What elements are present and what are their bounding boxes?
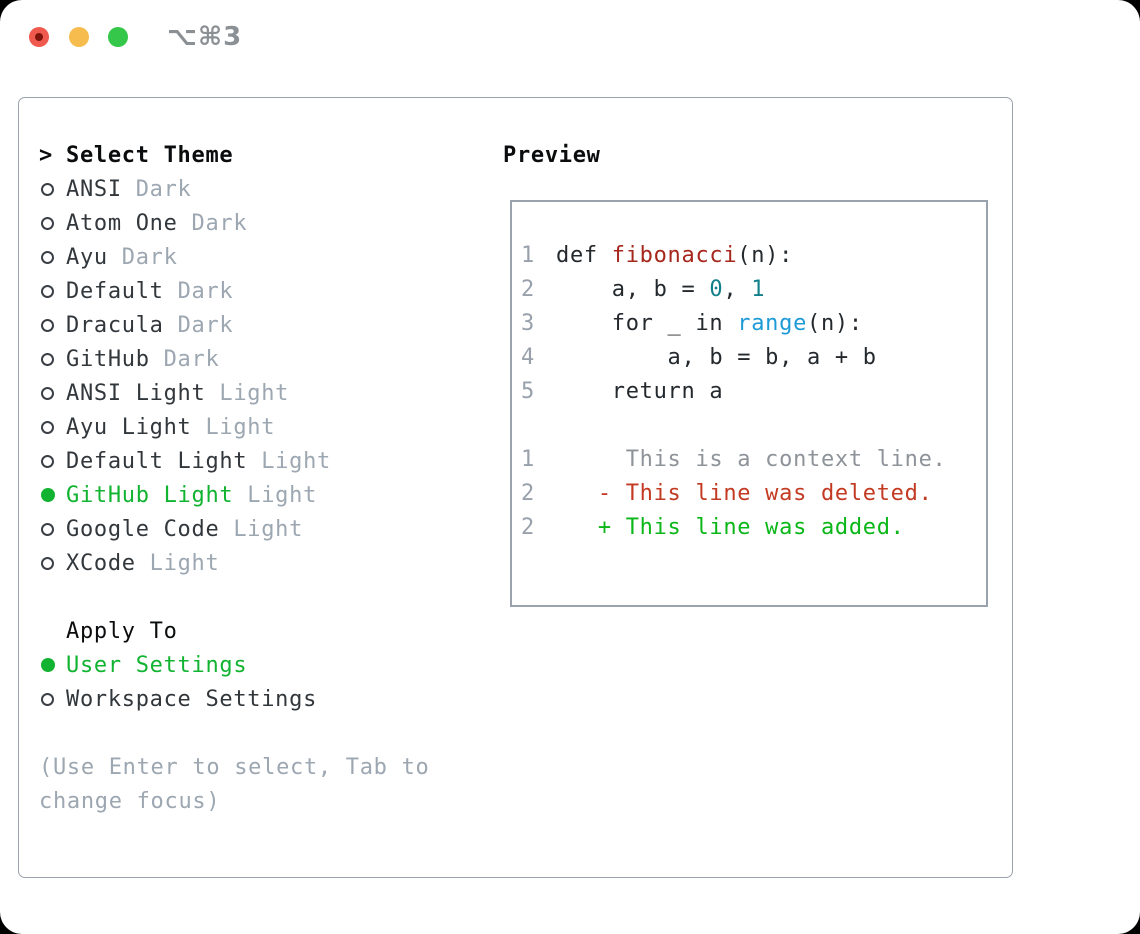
titlebar: ⌥⌘3 [0,0,1140,75]
zoom-button[interactable] [108,27,128,47]
hint-text: (Use Enter to select, Tab to change focus… [39,750,429,818]
radio-icon [41,250,54,264]
theme-name: Google Code [66,516,220,542]
theme-option[interactable]: ANSI Dark [39,172,429,206]
line-number: 1 [521,242,535,268]
theme-option[interactable]: Dracula Dark [39,308,429,342]
theme-option[interactable]: Default Light Light [39,444,429,478]
theme-tag: Light [205,380,290,406]
theme-option[interactable]: XCode Light [39,546,429,580]
radio-icon [41,318,54,332]
theme-name: Ayu [66,244,108,270]
radio-icon [41,420,54,434]
theme-option[interactable]: Ayu Light Light [39,410,429,444]
theme-name: Default Light [66,448,248,474]
theme-option[interactable]: Google Code Light [39,512,429,546]
theme-option[interactable]: GitHub Light Light [39,478,429,512]
hint-line: change focus) [39,788,221,814]
radio-icon [41,386,54,400]
theme-option[interactable]: Atom One Dark [39,206,429,240]
close-button[interactable] [29,27,49,47]
line-number: 3 [521,310,535,336]
theme-tag: Light [233,482,318,508]
line-number: 4 [521,344,535,370]
line-number: 2 [521,514,535,540]
theme-name: GitHub Light [66,482,234,508]
theme-tag: Dark [177,210,248,236]
spacer [39,716,429,750]
preview-title: Preview [503,142,601,168]
line-number: 5 [521,378,535,404]
radio-icon [41,216,54,230]
code-line [521,408,980,442]
apply-to-title: Apply To [66,618,178,644]
theme-tag: Light [135,550,220,576]
apply-option-label: Workspace Settings [66,686,318,712]
theme-name: ANSI Light [66,380,206,406]
code-line: 2 + This line was added. [521,514,905,540]
theme-tag: Dark [107,244,178,270]
apply-to-header: Apply To [39,614,429,648]
theme-tag: Dark [121,176,192,202]
apply-option[interactable]: Workspace Settings [39,682,429,716]
code-line: 5 return a [521,378,724,404]
select-theme-header: > Select Theme [39,138,429,172]
radio-icon [41,522,54,536]
theme-tag: Dark [149,346,220,372]
radio-icon [41,658,55,672]
radio-icon [41,556,54,570]
theme-option[interactable]: GitHub Dark [39,342,429,376]
code-line: 1 This is a context line. [521,446,947,472]
radio-icon [41,182,54,196]
theme-name: ANSI [66,176,122,202]
theme-tag: Light [219,516,304,542]
radio-icon [41,352,54,366]
line-number: 2 [521,276,535,302]
apply-option-label: User Settings [66,652,248,678]
theme-tag: Dark [163,312,234,338]
theme-option[interactable]: Default Dark [39,274,429,308]
theme-option[interactable]: ANSI Light Light [39,376,429,410]
code-line: 3 for _ in range(n): [521,310,863,336]
radio-icon [41,284,54,298]
line-number: 1 [521,446,535,472]
select-theme-title: Select Theme [66,142,234,168]
theme-name: Default [66,278,164,304]
minimize-button[interactable] [69,27,89,47]
theme-name: Dracula [66,312,164,338]
theme-name: Atom One [66,210,178,236]
theme-name: GitHub [66,346,150,372]
line-number: 2 [521,480,535,506]
theme-name: Ayu Light [66,414,192,440]
close-dot-icon [35,33,43,41]
code-line: 4 a, b = b, a + b [521,344,877,370]
theme-tag: Light [191,414,276,440]
code-line: 2 - This line was deleted. [521,480,933,506]
radio-icon [41,692,54,706]
theme-tag: Dark [163,278,234,304]
code-line: 2 a, b = 0, 1 [521,276,766,302]
window-title: ⌥⌘3 [167,22,243,52]
radio-icon [41,488,55,502]
theme-name: XCode [66,550,136,576]
hint-line: (Use Enter to select, Tab to [39,754,430,780]
apply-option[interactable]: User Settings [39,648,429,682]
spacer [39,580,429,614]
prompt-icon: > [39,142,53,168]
radio-icon [41,454,54,468]
theme-tag: Light [247,448,331,474]
theme-option[interactable]: Ayu Dark [39,240,429,274]
